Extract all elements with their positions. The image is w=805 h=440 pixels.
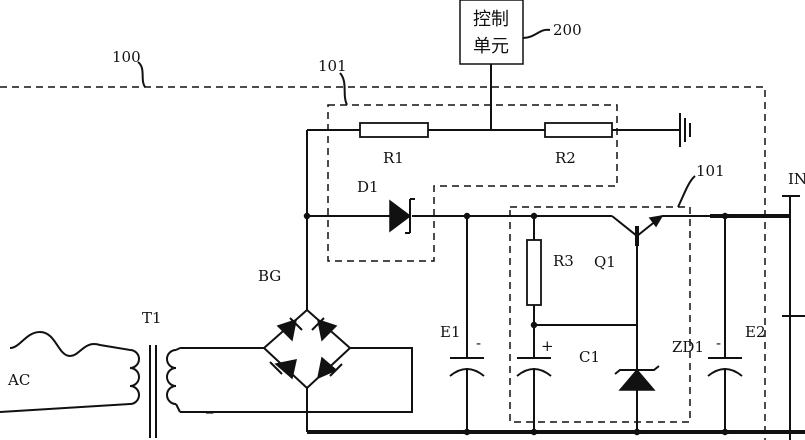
label-q1: Q1	[594, 253, 616, 271]
ground-symbol	[679, 113, 691, 147]
junction	[530, 428, 538, 436]
label-t1: T1	[142, 309, 162, 327]
boundary-100	[0, 86, 766, 440]
control-unit-label-1: 控制	[473, 9, 509, 30]
resistor-r3	[526, 239, 542, 306]
leader-200	[522, 28, 551, 39]
polarity-e1: -	[476, 334, 481, 352]
zener-zd1	[614, 365, 660, 391]
ref-200: 200	[553, 21, 582, 39]
resistor-r1	[359, 122, 429, 138]
label-bg: BG	[258, 267, 281, 285]
ac-source	[0, 330, 131, 413]
leader-100	[137, 61, 146, 88]
label-r2: R2	[555, 149, 576, 167]
label-in: IN	[788, 170, 805, 188]
polarity-t1: _	[206, 396, 214, 414]
diode-d1	[389, 198, 415, 234]
junction	[721, 428, 729, 436]
label-c1: C1	[579, 348, 600, 366]
control-unit-label-2: 单元	[473, 36, 509, 57]
junction	[463, 428, 471, 436]
polarity-c1: +	[541, 337, 554, 355]
label-r3: R3	[553, 252, 574, 270]
transistor-q1	[611, 214, 664, 325]
transformer-t1	[129, 345, 181, 438]
ref-101-right: 101	[696, 162, 725, 180]
label-e2: E2	[745, 323, 766, 341]
polarity-e2: -	[716, 334, 721, 352]
label-ac: AC	[7, 371, 30, 389]
boundary-101-right	[509, 206, 691, 423]
leader-101-right	[677, 175, 696, 208]
junction	[633, 428, 641, 436]
label-d1: D1	[357, 178, 379, 196]
boundary-101-top	[327, 104, 618, 262]
label-e1: E1	[440, 323, 461, 341]
bridge-rectifier-bg	[262, 308, 352, 390]
control-unit-box	[459, 0, 524, 65]
label-zd1: ZD1	[672, 338, 704, 356]
leader-101-top	[339, 72, 348, 106]
ref-101-top: 101	[318, 57, 347, 75]
capacitor-e1	[449, 357, 485, 377]
ref-100: 100	[112, 48, 141, 66]
wire	[180, 347, 413, 413]
label-r1: R1	[383, 149, 404, 167]
resistor-r2	[544, 122, 613, 138]
